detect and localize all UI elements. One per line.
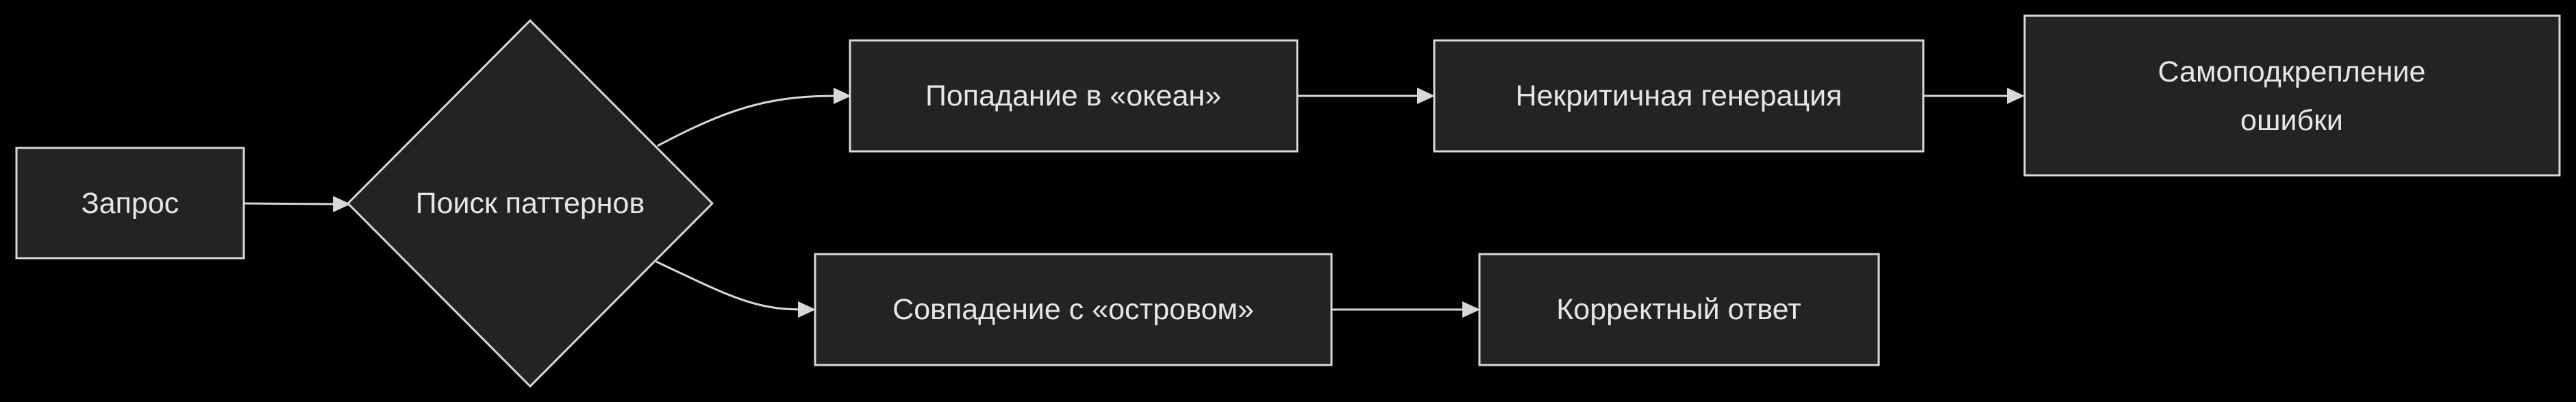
edge-island-to-correct [1331,301,1480,318]
node-uncritical-label: Некритичная генерация [1516,79,1842,112]
node-island: Совпадение с «островом» [814,253,1333,366]
edge-pattern-search-to-ocean [657,88,851,147]
node-request-label: Запрос [82,187,179,220]
node-ocean: Попадание в «океан» [849,39,1299,153]
edge-request-to-pattern-search [243,196,351,212]
node-pattern-search-label: Поиск паттернов [416,187,645,220]
node-ocean-label: Попадание в «океан» [925,79,1221,112]
node-correct: Корректный ответ [1478,253,1880,366]
edges [243,88,2025,318]
edge-uncritical-to-self-reinforce [1923,88,2025,104]
node-correct-label: Корректный ответ [1556,293,1801,326]
node-request: Запрос [15,147,245,260]
node-uncritical: Некритичная генерация [1433,39,1925,153]
node-self-reinforce-label-line-2: ошибки [2240,104,2343,137]
node-pattern-search: Поиск паттернов [346,18,714,388]
edge-pattern-search-to-island [655,260,816,318]
node-island-label: Совпадение с «островом» [892,293,1254,326]
edge-ocean-to-uncritical [1297,88,1435,104]
node-self-reinforce-label-line-1: Самоподкрепление [2158,55,2426,88]
node-self-reinforce: Самоподкрепление ошибки [2023,14,2561,177]
